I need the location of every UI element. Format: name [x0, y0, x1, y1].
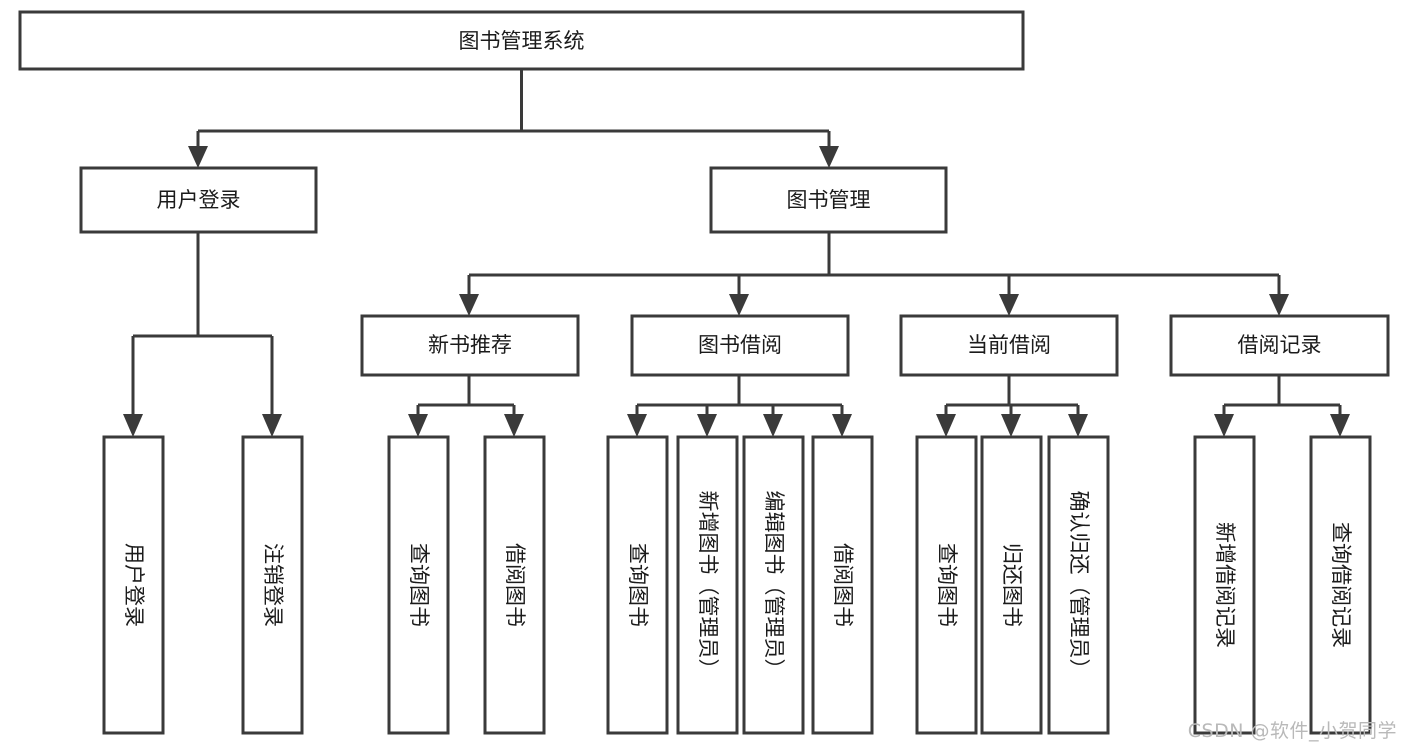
arrow-head-user-login	[188, 146, 208, 168]
leaf-return-book-box[interactable]	[980, 435, 1043, 735]
leaf-query-book-3-box[interactable]	[915, 435, 978, 735]
arrow-head-current-borrow	[999, 294, 1019, 316]
arrow-head-leaf-add-book	[697, 414, 717, 437]
node-leaf-edit-book[interactable]: 编辑图书（管理员）	[742, 435, 805, 735]
node-user-login[interactable]: 用户登录	[79, 166, 318, 234]
arrow-head-leaf-borrow-book-2	[832, 414, 852, 437]
node-new-book-recommend[interactable]: 新书推荐	[360, 314, 580, 377]
arrow-head-leaf-return-book	[1001, 414, 1021, 437]
node-borrow-record[interactable]: 借阅记录	[1169, 314, 1390, 377]
book-management-box[interactable]	[709, 166, 948, 234]
connector-layer	[123, 69, 1350, 437]
node-leaf-borrow-book-1[interactable]: 借阅图书	[483, 435, 546, 735]
leaf-borrow-book-2-label: 借阅图书	[831, 543, 855, 627]
leaf-edit-book-box[interactable]	[742, 435, 805, 735]
borrow-record-box[interactable]	[1169, 314, 1390, 377]
arrow-head-leaf-confirm-return	[1068, 414, 1088, 437]
leaf-query-book-3-label: 查询图书	[935, 543, 959, 627]
node-leaf-return-book[interactable]: 归还图书	[980, 435, 1043, 735]
leaf-query-book-1-label: 查询图书	[407, 543, 431, 627]
leaf-borrow-book-2-box[interactable]	[811, 435, 874, 735]
leaf-edit-book-label: 编辑图书（管理员）	[762, 491, 786, 680]
leaf-add-book-box[interactable]	[676, 435, 739, 735]
leaf-user-login-box[interactable]	[102, 435, 165, 735]
leaf-query-book-2-label: 查询图书	[626, 543, 650, 627]
arrow-head-leaf-query-book-2	[627, 414, 647, 437]
node-leaf-query-book-2[interactable]: 查询图书	[606, 435, 669, 735]
leaf-add-borrow-record-label: 新增借阅记录	[1213, 522, 1237, 648]
node-leaf-user-login[interactable]: 用户登录	[102, 435, 165, 735]
borrow-record-label: 借阅记录	[1238, 333, 1322, 357]
arrow-head-book-management	[819, 146, 839, 168]
leaf-return-book-label: 归还图书	[1000, 543, 1024, 627]
leaf-borrow-book-1-label: 借阅图书	[503, 543, 527, 627]
arrow-head-borrow-record	[1269, 294, 1289, 316]
leaf-logout-login-box[interactable]	[241, 435, 304, 735]
arrow-head-leaf-borrow-book-1	[504, 414, 524, 437]
arrow-head-leaf-user-login	[123, 414, 143, 437]
book-management-label: 图书管理	[787, 188, 871, 212]
current-borrow-box[interactable]	[899, 314, 1119, 377]
node-root[interactable]: 图书管理系统	[18, 10, 1025, 71]
node-leaf-query-book-3[interactable]: 查询图书	[915, 435, 978, 735]
leaf-borrow-book-1-box[interactable]	[483, 435, 546, 735]
new-book-recommend-label: 新书推荐	[428, 333, 512, 357]
leaf-user-login-label: 用户登录	[122, 543, 146, 627]
csdn-watermark: CSDN @软件_小贺同学	[1187, 720, 1397, 742]
leaf-query-book-2-box[interactable]	[606, 435, 669, 735]
leaf-confirm-return-label: 确认归还（管理员）	[1067, 491, 1091, 680]
leaf-query-borrow-record-box[interactable]	[1309, 435, 1372, 735]
new-book-recommend-box[interactable]	[360, 314, 580, 377]
node-book-management[interactable]: 图书管理	[709, 166, 948, 234]
arrow-head-leaf-query-book-3	[936, 414, 956, 437]
arrow-head-leaf-logout-login	[262, 414, 282, 437]
root-box[interactable]	[18, 10, 1025, 71]
node-leaf-borrow-book-2[interactable]: 借阅图书	[811, 435, 874, 735]
arrow-head-leaf-edit-book	[763, 414, 783, 437]
node-leaf-add-borrow-record[interactable]: 新增借阅记录	[1193, 435, 1256, 735]
node-leaf-query-book-1[interactable]: 查询图书	[387, 435, 450, 735]
arrow-head-leaf-query-book-1	[408, 414, 428, 437]
leaf-query-book-1-box[interactable]	[387, 435, 450, 735]
user-login-label: 用户登录	[157, 188, 241, 212]
node-leaf-logout-login[interactable]: 注销登录	[241, 435, 304, 735]
arrow-head-book-borrow	[729, 294, 749, 316]
root-label: 图书管理系统	[459, 29, 585, 53]
user-login-box[interactable]	[79, 166, 318, 234]
leaf-query-borrow-record-label: 查询借阅记录	[1329, 522, 1353, 648]
node-current-borrow[interactable]: 当前借阅	[899, 314, 1119, 377]
node-leaf-confirm-return[interactable]: 确认归还（管理员）	[1047, 435, 1110, 735]
node-leaf-query-borrow-record[interactable]: 查询借阅记录	[1309, 435, 1372, 735]
book-borrow-label: 图书借阅	[698, 333, 782, 357]
leaf-add-borrow-record-box[interactable]	[1193, 435, 1256, 735]
arrow-head-leaf-query-borrow-record	[1330, 414, 1350, 437]
leaf-logout-login-label: 注销登录	[261, 543, 285, 627]
current-borrow-label: 当前借阅	[967, 333, 1051, 357]
book-borrow-box[interactable]	[630, 314, 850, 377]
arrow-head-leaf-add-borrow-record	[1214, 414, 1234, 437]
leaf-add-book-label: 新增图书（管理员）	[696, 491, 720, 680]
arrow-head-new-book-recommend	[459, 294, 479, 316]
node-book-borrow[interactable]: 图书借阅	[630, 314, 850, 377]
node-leaf-add-book[interactable]: 新增图书（管理员）	[676, 435, 739, 735]
leaf-confirm-return-box[interactable]	[1047, 435, 1110, 735]
